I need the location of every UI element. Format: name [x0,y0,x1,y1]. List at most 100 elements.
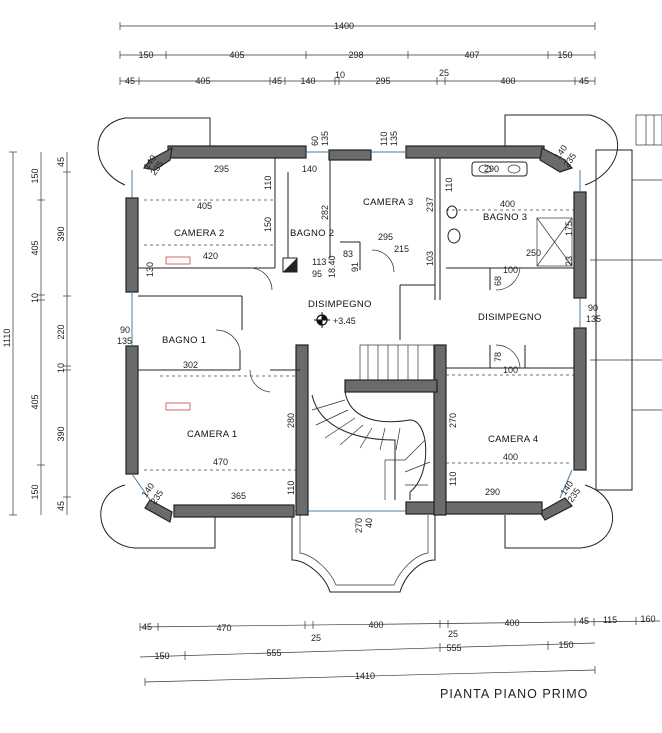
dim-top-r2-4: 150 [557,50,572,60]
dim-top-total: 1400 [334,21,354,31]
dim-top-r3-3: 140 [300,76,315,86]
room-bagno-3: BAGNO 3 [483,212,527,223]
room-camera-4: CAMERA 4 [488,434,538,445]
dim-top-gap-d: 135 [389,131,399,146]
dim-top-r2-2: 298 [348,50,363,60]
dim-bot-r1-4: 25 [448,629,458,639]
dim-c3-top: 110 [444,178,454,192]
dim-left-i2: 220 [56,324,66,339]
dim-c2-150: 150 [263,217,273,232]
top-dimensions: 1400 150 405 298 407 150 45 405 45 140 1… [119,21,596,86]
dim-c2-h: 130 [145,262,155,277]
dim-top-r2-1: 405 [229,50,244,60]
dim-left-total: 1110 [2,329,12,348]
dim-c3-c: 103 [425,251,435,266]
interior-walls [138,158,574,471]
dim-bot-r1-5: 400 [504,618,519,628]
dim-b3-shower: 250 [526,248,541,258]
dim-top-r3-1: 405 [195,76,210,86]
dim-bot-r2-3: 150 [558,640,573,650]
dim-top-gap-b: 135 [320,131,330,146]
dim-stair-b: 40 [364,518,374,528]
plan-title: PIANTA PIANO PRIMO [440,687,589,701]
dim-c3-w: 295 [378,232,393,242]
dim-b2-a: 113 [312,257,326,267]
dim-left-o2: 10 [30,293,40,303]
dim-b2-e: 91 [350,262,360,272]
dim-bot-r2-2: 555 [446,643,461,653]
room-labels: CAMERA 2 BAGNO 2 CAMERA 3 BAGNO 3 BAGNO … [162,197,542,445]
dim-b2-b: 95 [312,269,322,279]
dim-bot-r1-8: 160 [640,614,655,624]
bottom-dimensions: 45 470 25 400 25 400 45 115 160 150 555 … [139,614,661,686]
room-camera-2: CAMERA 2 [174,228,224,239]
dim-stair-a: 270 [354,518,364,533]
dim-c1-h: 280 [286,413,296,428]
dim-c1-w: 470 [213,457,228,467]
dim-dr-a: 90 [588,303,598,313]
dim-b3-b: 100 [503,265,518,275]
dim-b2-d: 83 [343,249,353,259]
dim-c1-bot: 365 [231,491,246,501]
dim-left-i0: 45 [56,157,66,167]
dim-bot-r1-0: 45 [142,622,152,632]
room-camera-1: CAMERA 1 [187,429,237,440]
dim-c4-bot: 290 [485,487,500,497]
dim-left-o0: 150 [30,168,40,183]
dim-bot-r2-1: 555 [266,648,281,658]
dim-c2-side: 110 [263,176,273,190]
dim-c4-h: 270 [448,413,458,428]
dim-left-i5: 45 [56,501,66,511]
dim-bot-r1-7: 115 [603,615,617,625]
room-bagno-2: BAGNO 2 [290,228,334,239]
room-bagno-1: BAGNO 1 [162,335,206,346]
dim-b3-h: 175 [564,221,574,236]
dim-c2-w: 405 [197,201,212,211]
dim-top-r3-6: 25 [439,68,449,78]
dim-c1-side: 110 [286,481,296,495]
dim-top-r2-0: 150 [138,50,153,60]
dim-b2-c: 18.40 [327,255,337,278]
dim-c3-b: 215 [394,244,409,254]
dim-top-r3-0: 45 [125,76,135,86]
dim-b1-a: 90 [120,325,130,335]
dim-bot-r1-1: 470 [216,623,231,633]
dim-left-i4: 390 [56,426,66,441]
dim-top-gap-c: 110 [379,132,389,146]
dim-c3-side: 237 [425,197,435,212]
dim-b3-w: 400 [500,199,515,209]
dim-b3-a: 23 [564,256,574,266]
dim-bot-total: 1410 [355,671,375,681]
room-disimpegno-left: DISIMPEGNO [308,299,372,310]
dim-top-gap-a: 60 [310,136,320,146]
dim-top-r3-8: 45 [579,76,589,86]
level-label: +3.45 [333,316,356,326]
dim-b2-w: 140 [302,164,317,174]
dim-top-r3-2: 45 [272,76,282,86]
dim-top-r2-3: 407 [464,50,479,60]
dim-bot-r2-0: 150 [154,651,169,661]
staircase [311,344,436,500]
level-marker: +3.45 [314,312,356,328]
dim-bot-r1-2: 25 [311,633,321,643]
room-disimpegno-right: DISIMPEGNO [478,312,542,323]
dim-b3-top: 290 [484,164,499,174]
dim-dr-b: 135 [586,314,601,324]
fixtures [165,161,573,411]
left-dimensions: 1110 150 405 10 405 150 45 390 220 10 39… [2,151,71,516]
dim-left-o3: 405 [30,394,40,409]
dim-top-r3-7: 400 [500,76,515,86]
dim-left-o1: 405 [30,240,40,255]
dim-c4-w: 400 [503,452,518,462]
dim-b2-h: 282 [320,205,330,220]
dim-c2-mid: 420 [203,251,218,261]
dim-bot-r1-6: 45 [579,616,589,626]
dim-top-r3-5: 295 [375,76,390,86]
dim-left-o4: 150 [30,484,40,499]
terrace-outlines [97,114,662,593]
dim-left-i3: 10 [56,363,66,373]
dim-b1-b: 135 [117,336,132,346]
dim-c2-top: 295 [214,164,229,174]
dim-bot-r1-3: 400 [368,620,383,630]
